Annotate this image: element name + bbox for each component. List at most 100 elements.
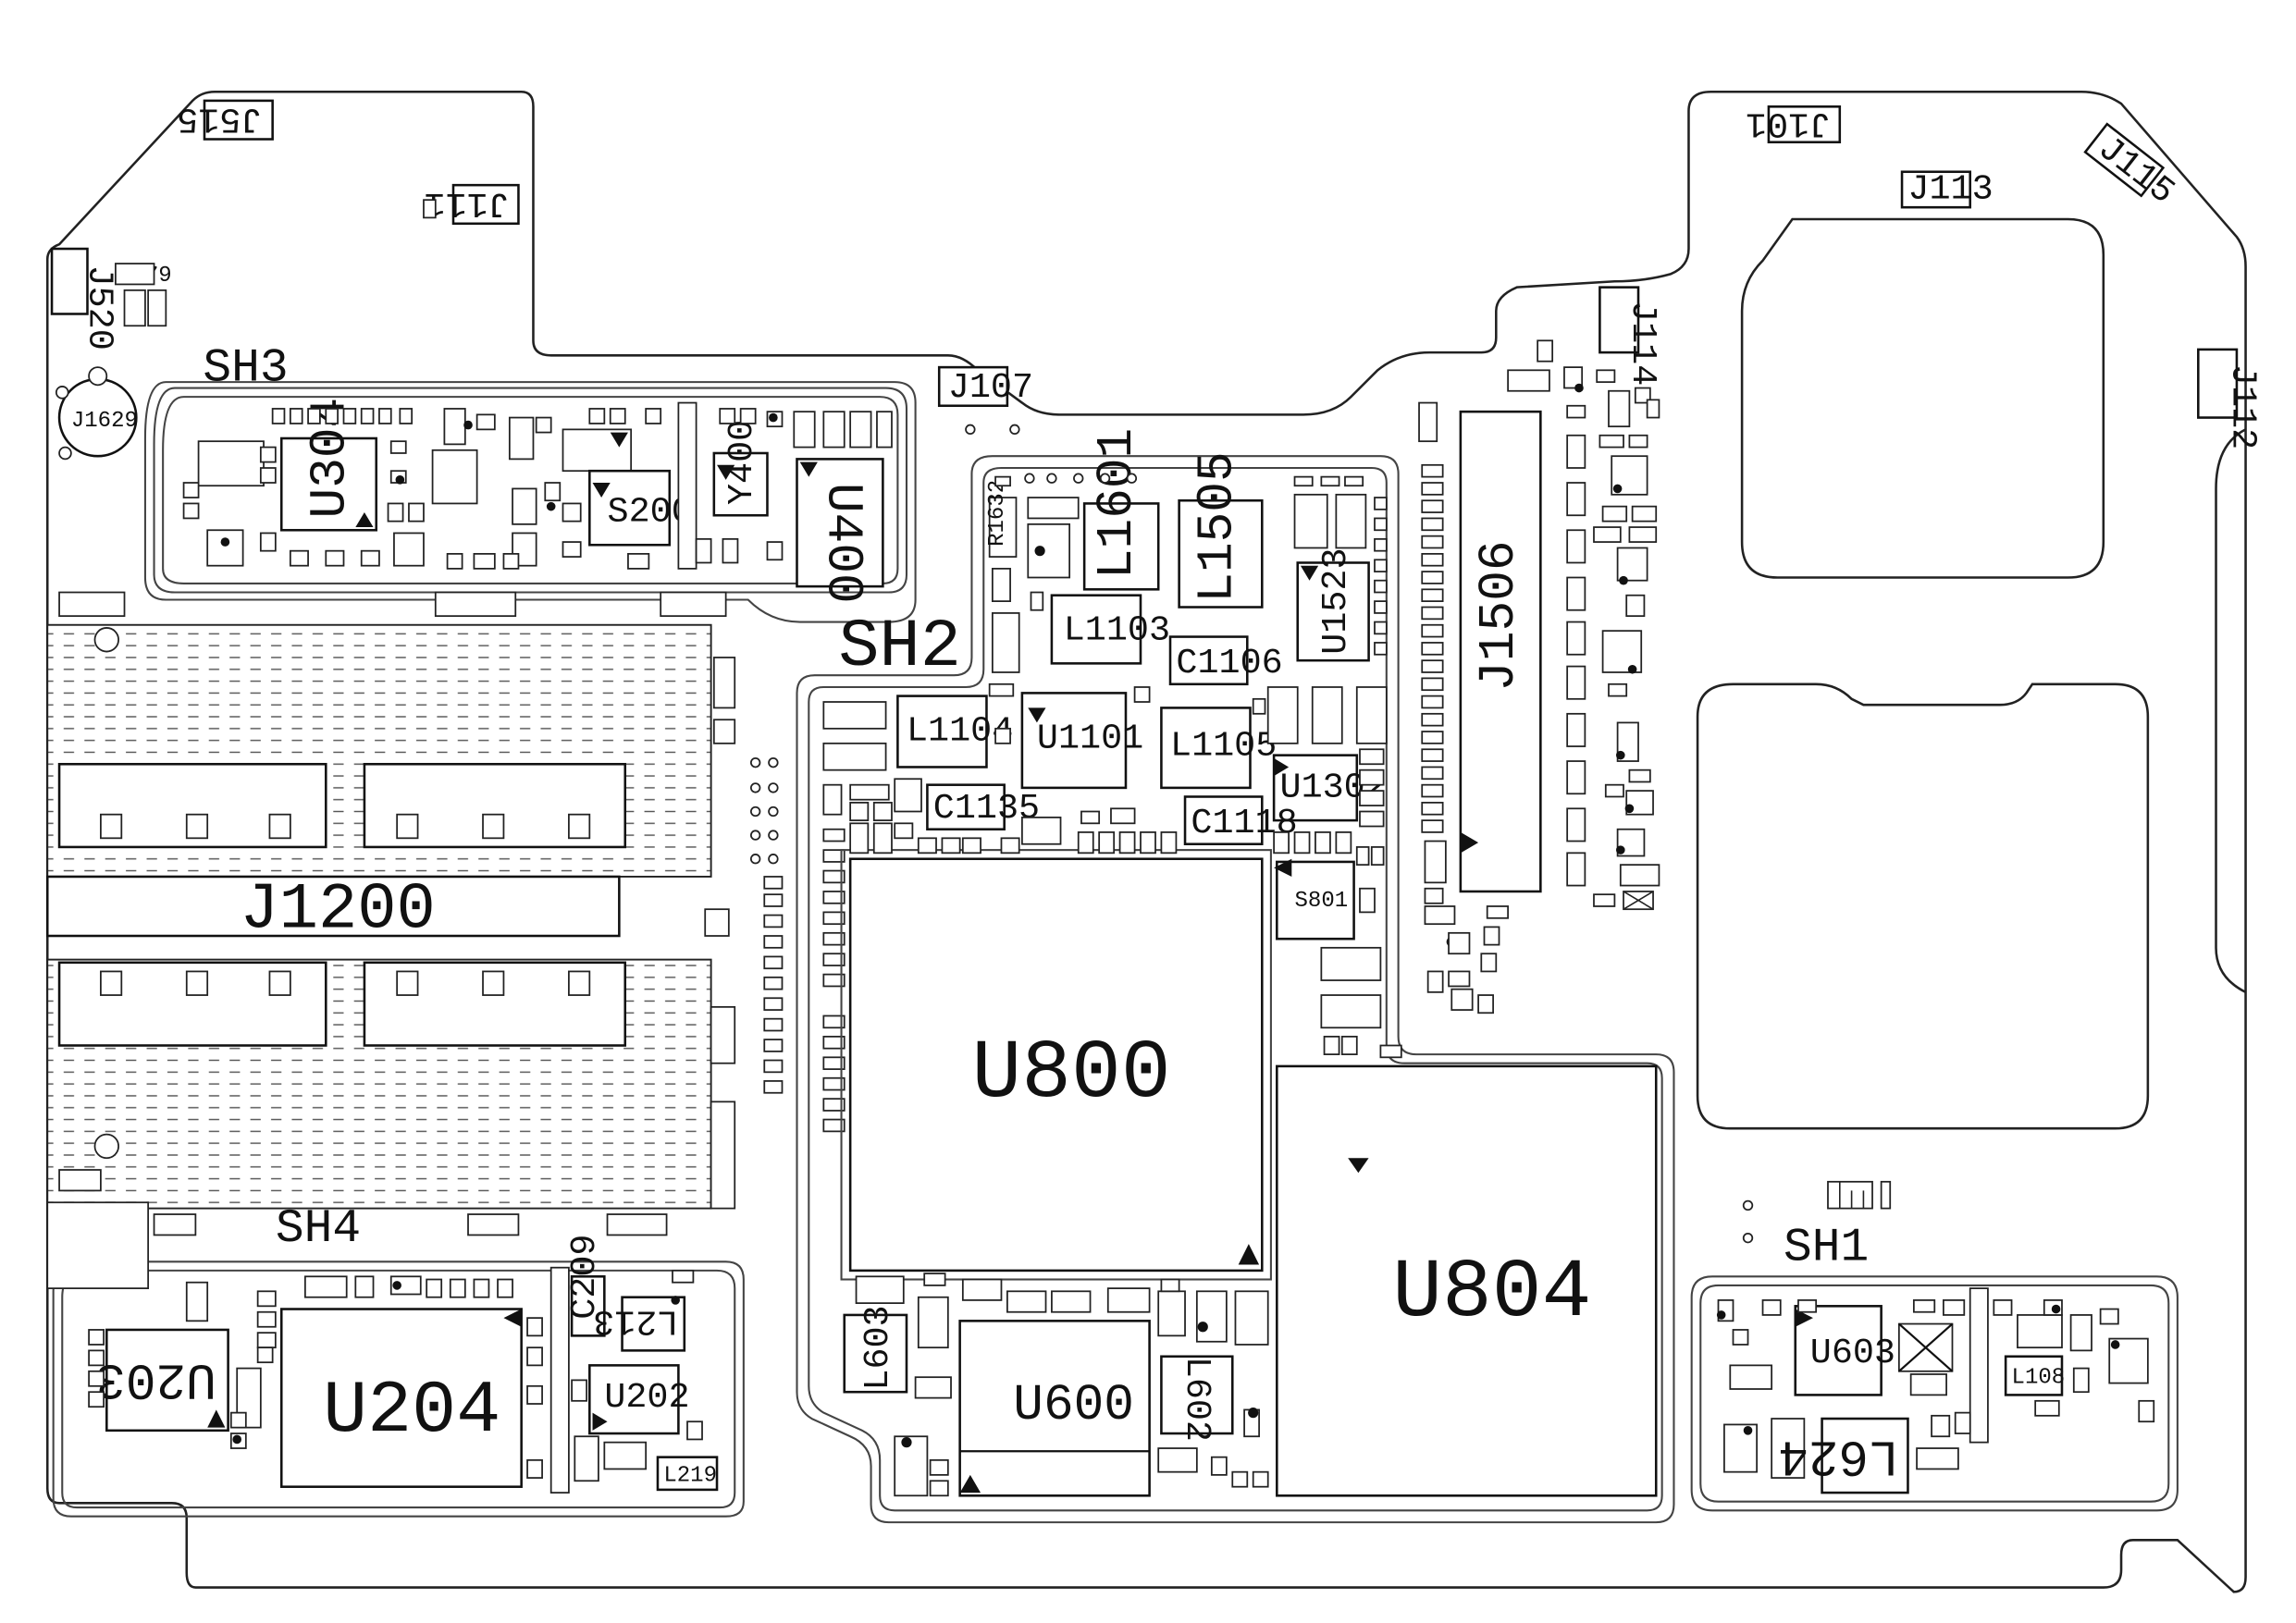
cap-c1805: [1311, 686, 1343, 744]
j1200-side-pad-2: [712, 719, 736, 744]
cap-c614: [855, 1275, 905, 1305]
pin1-fl204: [610, 432, 628, 448]
via-sh2-2: [1197, 1322, 1208, 1333]
via-sh2-3: [1248, 1408, 1259, 1419]
switch-s801-label: S801: [1295, 889, 1349, 914]
via-right-1: [1574, 383, 1584, 393]
via-sh4-2: [671, 1296, 680, 1305]
ic-u203-label: U203: [95, 1349, 216, 1406]
cap-c608: [1157, 1447, 1198, 1473]
cap-c902: [1320, 946, 1382, 981]
ic-u204-label: U204: [323, 1370, 500, 1454]
right-column-pads: [1563, 366, 1660, 907]
filter-fl212: [431, 449, 478, 505]
cap-c693: [1916, 1447, 1959, 1470]
cap-c1122: [822, 701, 887, 730]
mi-logo: [1827, 1180, 1892, 1210]
cap-c1402: [894, 1435, 929, 1497]
ic-u304: [279, 436, 378, 532]
connector-j1629-hole-b: [58, 446, 72, 461]
sh2-small-pads: [822, 475, 1402, 1497]
cap-c810: [1021, 817, 1062, 845]
inductor-l1505-label: L1505: [1191, 451, 1247, 602]
pin1-s200: [592, 483, 611, 498]
pin1-u203: [207, 1409, 226, 1428]
ic-u800: [848, 857, 1264, 1273]
j1200-side-pad-4: [710, 1005, 736, 1064]
via-right-5: [1616, 750, 1625, 760]
cap-c1677: [1027, 497, 1080, 520]
shield-sh1: [1690, 1275, 2179, 1512]
board-notch-right: [2215, 428, 2247, 994]
cap-c689: [1909, 1373, 1947, 1396]
test-points-left-column: [749, 756, 779, 865]
connector-j520-label: J520: [80, 265, 120, 350]
cap-c1120: [822, 742, 887, 771]
cap-c1119: [991, 612, 1020, 673]
connector-j1629-hole: [88, 366, 108, 387]
ic-u1523-label: U1523: [1315, 547, 1356, 654]
cap-c605: [1157, 1290, 1186, 1337]
pad-j1200-bottom-3: [467, 1213, 520, 1236]
cap-c209-label: C209: [564, 1235, 605, 1320]
cap-c1825: [1355, 686, 1388, 744]
cap-c279: [303, 1275, 348, 1298]
inductor-l108: [2004, 1355, 2064, 1396]
cap-c603: [1051, 1290, 1092, 1313]
cap-c1704: [1293, 493, 1328, 549]
cap-c209: [570, 1275, 606, 1337]
ic-u800-label: U800: [971, 1027, 1170, 1121]
sh3-top-pads: [182, 408, 893, 570]
pad-c579: [115, 263, 155, 286]
connector-j101-label: J101: [1746, 103, 1831, 143]
ic-u800-outer: [840, 849, 1272, 1281]
connector-j115-group: J115: [2083, 122, 2182, 213]
test-points-top-sh2: [965, 424, 1138, 484]
shield-sh2-inner: [808, 466, 1663, 1512]
connector-j111-label: J111: [425, 183, 510, 224]
shield-label-sh1: SH1: [1784, 1222, 1869, 1275]
block-left-bottom: [46, 1201, 150, 1289]
shield-sh3: [153, 387, 908, 594]
connector-j1506: [1459, 410, 1542, 893]
connector-j1629-hole-l: [55, 386, 69, 400]
j1506-left-pads: [1418, 401, 1509, 1014]
connector-j515-label: J515: [177, 98, 262, 139]
cap-c625: [1006, 1290, 1047, 1313]
shield-sh2: [796, 455, 1675, 1524]
inductor-l1104: [896, 695, 988, 768]
via-right-3: [1619, 575, 1628, 585]
cap-c615: [917, 1296, 949, 1349]
pin1-y400: [717, 464, 735, 480]
inductor-l1103: [1050, 594, 1142, 665]
cap-c612: [914, 1376, 952, 1399]
pin1-u1101: [1028, 707, 1046, 723]
j1200-side-pad-3: [704, 908, 730, 937]
connector-j112: [2197, 348, 2239, 419]
connector-j112-label: J112: [2223, 364, 2264, 449]
inductor-l1105-label: L1105: [1170, 726, 1277, 767]
via-sh3-5: [769, 412, 778, 423]
pin1-u603: [1795, 1309, 1813, 1327]
cap-c1807: [1335, 493, 1367, 549]
pin1-u804: [1348, 1158, 1369, 1174]
pin1-j1506: [1460, 831, 1479, 854]
shield-label-sh2: SH2: [838, 609, 961, 686]
cap-c1797: [1507, 369, 1550, 392]
via-right-4: [1627, 664, 1637, 674]
ic-u400: [796, 458, 884, 588]
pad-j1200-bottom-1: [58, 1169, 102, 1192]
cap-c1135: [926, 783, 1006, 830]
inductor-l1103-label: L1103: [1064, 610, 1170, 651]
connector-j114: [1599, 286, 1640, 354]
pin1-s801: [1274, 858, 1292, 877]
connector-j101: [1767, 105, 1842, 144]
via-sh3-4: [546, 501, 556, 511]
via-right-7: [1616, 845, 1625, 855]
cap-c1106: [1168, 635, 1249, 686]
cap-c601: [1106, 1287, 1151, 1313]
ic-u204: [279, 1308, 523, 1488]
ic-u603-label: U603: [1810, 1333, 1895, 1373]
inductor-l603: [843, 1313, 908, 1394]
connector-j113: [1900, 170, 1971, 209]
